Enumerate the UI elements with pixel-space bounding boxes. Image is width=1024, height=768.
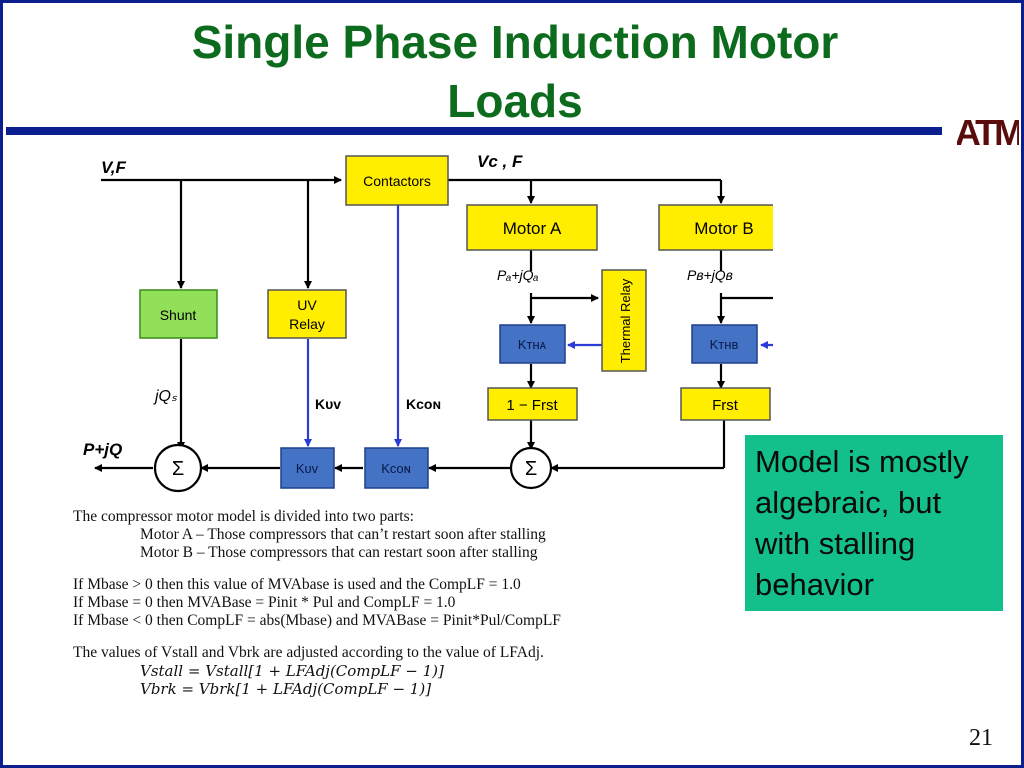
slide-title: Single Phase Induction Motor Loads xyxy=(3,13,1024,131)
motor-a-text: Motor A xyxy=(503,219,562,238)
frst-text: Frst xyxy=(712,397,739,414)
text-line-2: Motor A – Those compressors that can’t r… xyxy=(140,526,546,543)
text-line-3: Motor B – Those compressors that can res… xyxy=(140,544,538,561)
kuv-block: Kᴜᴠ xyxy=(280,447,335,489)
callout-line-1: Model is mostly xyxy=(755,444,969,479)
logo-text: ATM xyxy=(957,112,1019,153)
sum-symbol-left: Σ xyxy=(172,458,184,480)
text-line-5: If Mbase = 0 then MVABase = Pinit * Pul … xyxy=(73,594,456,611)
pa-label: Pₐ+jQₐ xyxy=(497,267,539,283)
equation-vstall: Vstall = Vstall[1 + LFAdj(CompLF − 1)] xyxy=(140,662,444,680)
pb-label: Pʙ+jQʙ xyxy=(687,267,733,283)
kth-b-text: Kᴛʜʙ xyxy=(710,337,739,352)
summation-node-right: Σ xyxy=(509,446,553,490)
thermal-relay-a-text: Thermal Relay xyxy=(618,278,633,363)
uv-relay-text-1: UV xyxy=(297,297,317,313)
texas-am-logo: ATM xyxy=(957,112,1019,153)
kth-a-text: Kᴛʜᴀ xyxy=(518,337,547,352)
sum-symbol-right: Σ xyxy=(525,458,537,480)
contactors-text: Contactors xyxy=(363,173,431,189)
kcon-block: Kᴄᴏɴ xyxy=(364,447,429,489)
jqs-label: jQₛ xyxy=(153,388,178,405)
spacer xyxy=(73,630,561,644)
uv-relay-block: UV Relay xyxy=(267,289,347,339)
shunt-text: Shunt xyxy=(160,307,197,323)
kuv-label: Kᴜᴠ xyxy=(315,396,341,412)
contactors-block: Contactors xyxy=(345,155,449,206)
title-rule xyxy=(6,127,942,135)
input-label: V,F xyxy=(101,158,127,177)
wires xyxy=(94,176,773,472)
text-line-1: The compressor motor model is divided in… xyxy=(73,508,414,525)
control-wires xyxy=(304,205,773,447)
frst-block: Frst xyxy=(680,387,771,421)
kuv-text: Kᴜᴠ xyxy=(296,461,319,476)
uv-relay-text-2: Relay xyxy=(289,316,325,332)
motor-a-block: Motor A xyxy=(466,204,598,251)
text-line-6: If Mbase < 0 then CompLF = abs(Mbase) an… xyxy=(73,612,561,629)
motor-b-text: Motor B xyxy=(694,219,754,238)
kth-a-block: Kᴛʜᴀ xyxy=(499,324,566,364)
model-description: The compressor motor model is divided in… xyxy=(73,508,561,698)
thermal-relay-a: Thermal Relay xyxy=(601,269,647,372)
callout-line-3: with stalling xyxy=(755,526,916,561)
callout-line-2: algebraic, but xyxy=(755,485,942,520)
motor-b-block: Motor B xyxy=(658,204,773,251)
spacer xyxy=(73,562,561,576)
title-line-1: Single Phase Induction Motor xyxy=(191,16,839,68)
kth-b-block: Kᴛʜʙ xyxy=(691,324,758,364)
motor-block-diagram: V,F Vᴄ , F P+jQ jQₛ Kᴜᴠ Kᴄᴏɴ Pₐ+jQₐ Pʙ+j… xyxy=(83,152,773,493)
equation-vbrk: Vbrk = Vbrk[1 + LFAdj(CompLF − 1)] xyxy=(140,680,432,698)
one-minus-frst-text: 1 − Frst xyxy=(506,397,558,414)
callout-box: Model is mostly algebraic, but with stal… xyxy=(745,435,1003,611)
kcon-text: Kᴄᴏɴ xyxy=(381,461,411,476)
summation-node-left: Σ xyxy=(153,443,203,493)
text-line-4: If Mbase > 0 then this value of MVAbase … xyxy=(73,576,521,593)
output-label: P+jQ xyxy=(83,440,122,459)
text-line-7: The values of Vstall and Vbrk are adjust… xyxy=(73,644,544,661)
kcon-label: Kᴄᴏɴ xyxy=(406,396,441,412)
page-number: 21 xyxy=(969,725,993,751)
one-minus-frst-block: 1 − Frst xyxy=(487,387,578,421)
shunt-block: Shunt xyxy=(139,289,218,339)
callout-line-4: behavior xyxy=(755,567,874,602)
title-line-2: Loads xyxy=(447,75,583,127)
vc-label: Vᴄ , F xyxy=(477,152,523,171)
